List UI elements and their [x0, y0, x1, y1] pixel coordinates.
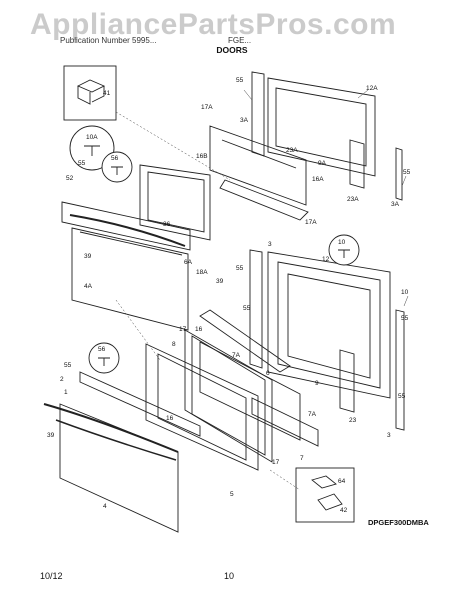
- callout-56-upper: 56: [111, 155, 119, 162]
- callout-8: 8: [172, 341, 176, 348]
- callout-23: 23: [349, 417, 357, 424]
- callout-16-lower: 16: [166, 415, 174, 422]
- callout-10: 10: [338, 239, 346, 246]
- callout-16b: 16B: [196, 153, 208, 160]
- callout-55-top: 55: [236, 77, 244, 84]
- footer-date: 10/12: [40, 571, 63, 581]
- callout-55-mid: 55: [236, 265, 244, 272]
- callout-7a: 7A: [232, 352, 241, 359]
- bracket-detail-inset: [63, 65, 117, 121]
- page-number: 10: [224, 571, 235, 581]
- leader-lines: [115, 89, 409, 491]
- callout-6: 6: [266, 370, 270, 377]
- callout-18a: 18A: [196, 269, 208, 276]
- callout-23a-left: 23A: [286, 147, 298, 154]
- screw-inset-10: [328, 234, 360, 266]
- callout-6a: 6A: [184, 259, 193, 266]
- diagram-code: DPGEF300DMBA: [368, 518, 429, 527]
- screw-inset-10a: [69, 125, 115, 171]
- callout-3-right: 3: [387, 432, 391, 439]
- callout-55-right-low: 55: [398, 393, 406, 400]
- callout-16: 16: [195, 326, 203, 333]
- callout-17a-bottom: 17A: [305, 219, 317, 226]
- callout-55-right: 55: [401, 315, 409, 322]
- callout-16a: 16A: [312, 176, 324, 183]
- hinge-detail-inset: [295, 467, 355, 523]
- callout-52: 52: [66, 175, 74, 182]
- callout-64: 64: [338, 478, 346, 485]
- callout-9a: 9A: [318, 160, 327, 167]
- lower-door-outer-panel: [43, 403, 179, 533]
- screw-inset-56-lower: [88, 342, 120, 374]
- callout-7a-lower: 7A: [308, 411, 317, 418]
- callout-23a-right: 23A: [347, 196, 359, 203]
- callout-4a: 4A: [84, 283, 93, 290]
- upper-door-frame: [139, 164, 211, 241]
- callout-39-mid: 39: [216, 278, 224, 285]
- callout-55-left: 55: [64, 362, 72, 369]
- callout-56-lower: 56: [98, 346, 106, 353]
- callout-12a: 12A: [366, 85, 378, 92]
- screw-inset-56-upper: [101, 151, 133, 183]
- callout-56-side: 55: [78, 160, 86, 167]
- callout-4: 4: [103, 503, 107, 510]
- callout-2: 2: [60, 376, 64, 383]
- lower-door-glass-layers: [184, 329, 319, 463]
- lower-door-frame: [79, 343, 259, 471]
- callout-9: 9: [315, 380, 319, 387]
- callout-3a-left: 3A: [240, 117, 249, 124]
- callout-55-right-top: 55: [403, 169, 411, 176]
- watermark-text: AppliancePartsPros.com: [30, 8, 397, 41]
- callout-36: 36: [163, 221, 171, 228]
- gasket-7a: [199, 309, 291, 373]
- callout-3a-right: 3A: [391, 201, 400, 208]
- callout-10-right: 10: [401, 289, 409, 296]
- callout-7: 7: [300, 455, 304, 462]
- callout-17-lower: 17: [272, 459, 280, 466]
- upper-glass-panel: [209, 125, 309, 221]
- upper-door-inner: [251, 71, 403, 201]
- callout-10a: 10A: [86, 134, 98, 141]
- callout-17a-top: 17A: [201, 104, 213, 111]
- callout-39-upper: 39: [84, 253, 92, 260]
- callout-39-lower: 39: [47, 432, 55, 439]
- callout-55-mid-low: 55: [243, 305, 251, 312]
- callout-42: 42: [340, 507, 348, 514]
- model-number: FGE...: [228, 36, 252, 45]
- callout-41: 41: [103, 90, 111, 97]
- callout-5: 5: [230, 491, 234, 498]
- section-title: DOORS: [216, 45, 248, 55]
- callout-1: 1: [64, 389, 68, 396]
- upper-door-outer-panel: [61, 201, 191, 331]
- callout-12: 12: [322, 256, 330, 263]
- callout-17: 17: [179, 326, 187, 333]
- publication-number: Publication Number 5995...: [60, 36, 157, 45]
- lower-door-inner: [249, 249, 405, 431]
- callout-3: 3: [268, 241, 272, 248]
